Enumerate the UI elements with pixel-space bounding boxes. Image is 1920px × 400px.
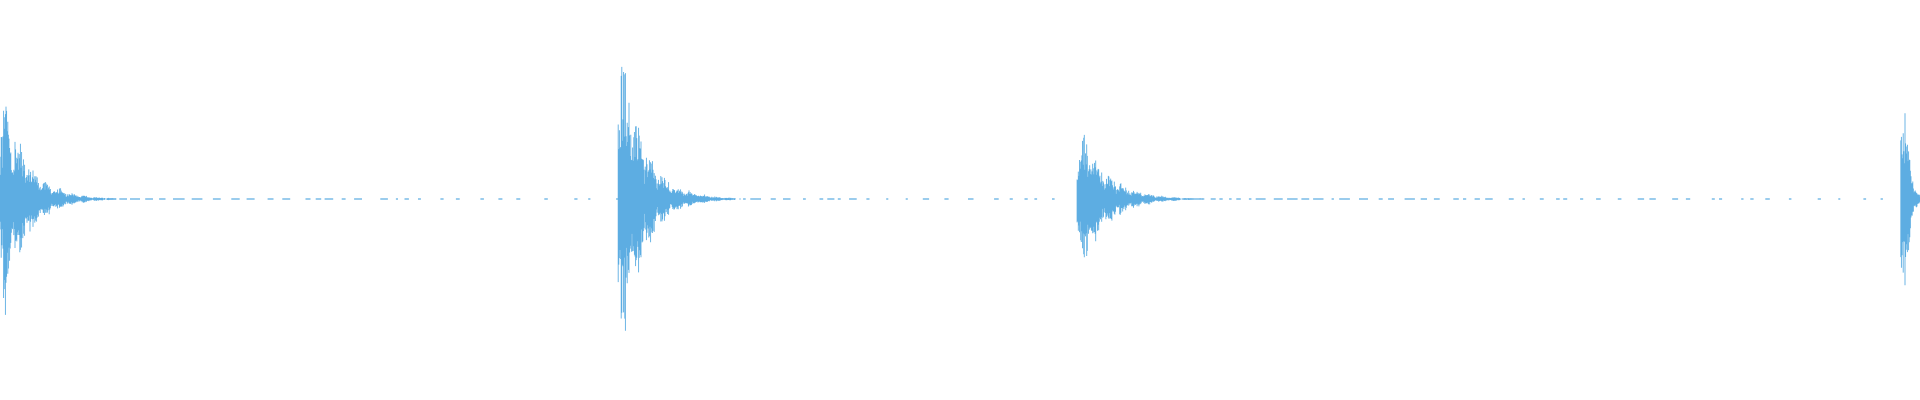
transient-3 [1076, 134, 1911, 258]
transient-body [1076, 134, 1203, 258]
transient-2 [617, 66, 1081, 331]
transient-4 [1900, 113, 1920, 286]
transient-body [617, 66, 745, 331]
transient-body [1900, 113, 1920, 286]
transient-1 [0, 106, 619, 315]
transient-body [0, 106, 117, 315]
